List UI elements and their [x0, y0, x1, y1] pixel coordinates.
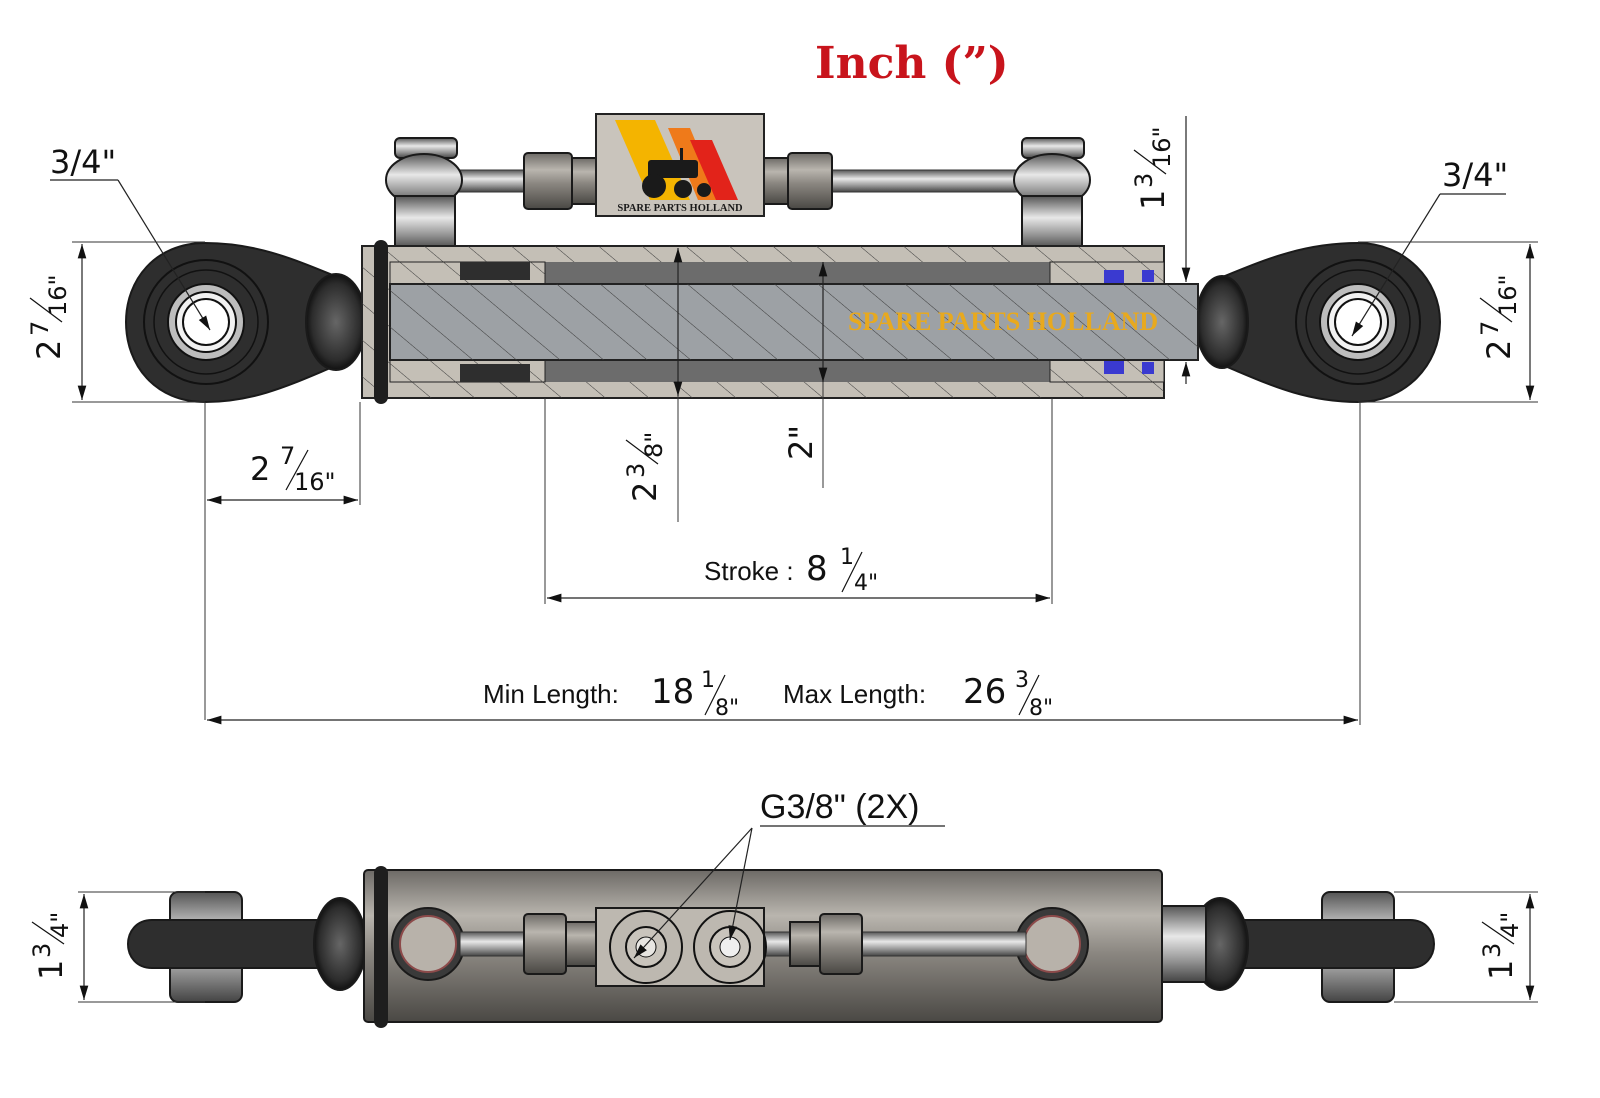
swivel-fitting-right — [1013, 137, 1091, 251]
svg-text:26: 26 — [963, 672, 1006, 712]
top-view-dimensions: 3/4" 3/4" 2 7 16" 2 7 16" 1 3 — [26, 116, 1538, 725]
svg-text:8: 8 — [806, 549, 828, 589]
left-eye-height-label: 2 7 16" — [26, 274, 72, 360]
port-left — [391, 907, 465, 981]
svg-text:8": 8" — [640, 432, 668, 458]
svg-text:16": 16" — [294, 468, 336, 496]
svg-text:3: 3 — [1130, 173, 1158, 188]
units-title: Inch (”) — [815, 38, 1009, 89]
svg-text:3: 3 — [1478, 943, 1506, 958]
svg-text:2": 2" — [782, 425, 820, 460]
left-rod-eye — [124, 241, 367, 404]
svg-text:1: 1 — [840, 545, 854, 570]
left-eye-side — [127, 891, 367, 1003]
brand-logo: SPARE PARTS HOLLAND — [595, 113, 765, 217]
svg-text:4": 4" — [46, 912, 74, 938]
svg-text:4": 4" — [1496, 912, 1524, 938]
stroke-label: Stroke : 8 1 4" — [704, 545, 878, 596]
svg-text:7: 7 — [280, 442, 295, 470]
port-right — [1015, 907, 1089, 981]
svg-text:2: 2 — [626, 482, 664, 502]
top-view-section: SPARE PARTS HOLLAND — [124, 113, 1442, 404]
svg-text:1: 1 — [1482, 960, 1520, 980]
svg-text:Min Length:: Min Length: — [483, 679, 619, 709]
tractor-icon — [642, 148, 711, 198]
left-eye-offset-label: 2 7 16" — [250, 442, 336, 496]
svg-text:Stroke :: Stroke : — [704, 556, 794, 586]
svg-text:2: 2 — [250, 450, 270, 488]
watermark-text: SPARE PARTS HOLLAND — [848, 307, 1158, 336]
svg-text:2: 2 — [30, 340, 68, 360]
svg-text:4": 4" — [854, 571, 878, 596]
svg-text:8": 8" — [715, 696, 739, 721]
svg-text:2: 2 — [1480, 340, 1518, 360]
port-size-label: G3/8" (2X) — [760, 788, 919, 826]
svg-text:16": 16" — [1494, 274, 1522, 316]
logo-text: SPARE PARTS HOLLAND — [617, 203, 743, 214]
max-length-label: Max Length: 26 3 8" — [783, 668, 1053, 721]
right-eye-height-label: 2 7 16" — [1476, 274, 1522, 360]
cylinder-barrel-section: SPARE PARTS HOLLAND — [361, 240, 1199, 404]
min-length-label: Min Length: 18 1 8" — [483, 668, 739, 721]
svg-text:16": 16" — [44, 274, 72, 316]
bore-diameter-label: 2" — [782, 425, 820, 460]
svg-text:16": 16" — [1148, 126, 1176, 168]
svg-text:7: 7 — [26, 321, 54, 336]
right-rod-eye — [1195, 241, 1442, 404]
right-width-label: 1 3 4" — [1478, 912, 1524, 980]
svg-text:3: 3 — [28, 943, 56, 958]
svg-text:18: 18 — [651, 672, 694, 712]
left-pin-diameter: 3/4" — [50, 143, 116, 181]
svg-text:8": 8" — [1029, 696, 1053, 721]
right-eye-side — [1161, 891, 1435, 1003]
svg-text:3: 3 — [1015, 668, 1029, 693]
svg-text:3: 3 — [622, 463, 650, 478]
barrel-diameter-label: 2 3 8" — [622, 432, 668, 502]
rod-clearance-label: 1 3 16" — [1130, 126, 1176, 210]
svg-text:1: 1 — [1134, 190, 1172, 210]
right-pin-diameter: 3/4" — [1442, 156, 1508, 194]
swivel-fitting-left — [385, 137, 463, 251]
pipe-fitting — [787, 152, 833, 210]
pipe-fitting — [523, 152, 573, 210]
svg-text:7: 7 — [1476, 321, 1504, 336]
left-width-label: 1 3 4" — [28, 912, 74, 980]
svg-text:1: 1 — [32, 960, 70, 980]
svg-text:Max Length:: Max Length: — [783, 679, 926, 709]
svg-text:1: 1 — [701, 668, 715, 693]
bottom-view: G3/8" (2X) 1 3 4" 1 3 4" — [28, 788, 1538, 1028]
